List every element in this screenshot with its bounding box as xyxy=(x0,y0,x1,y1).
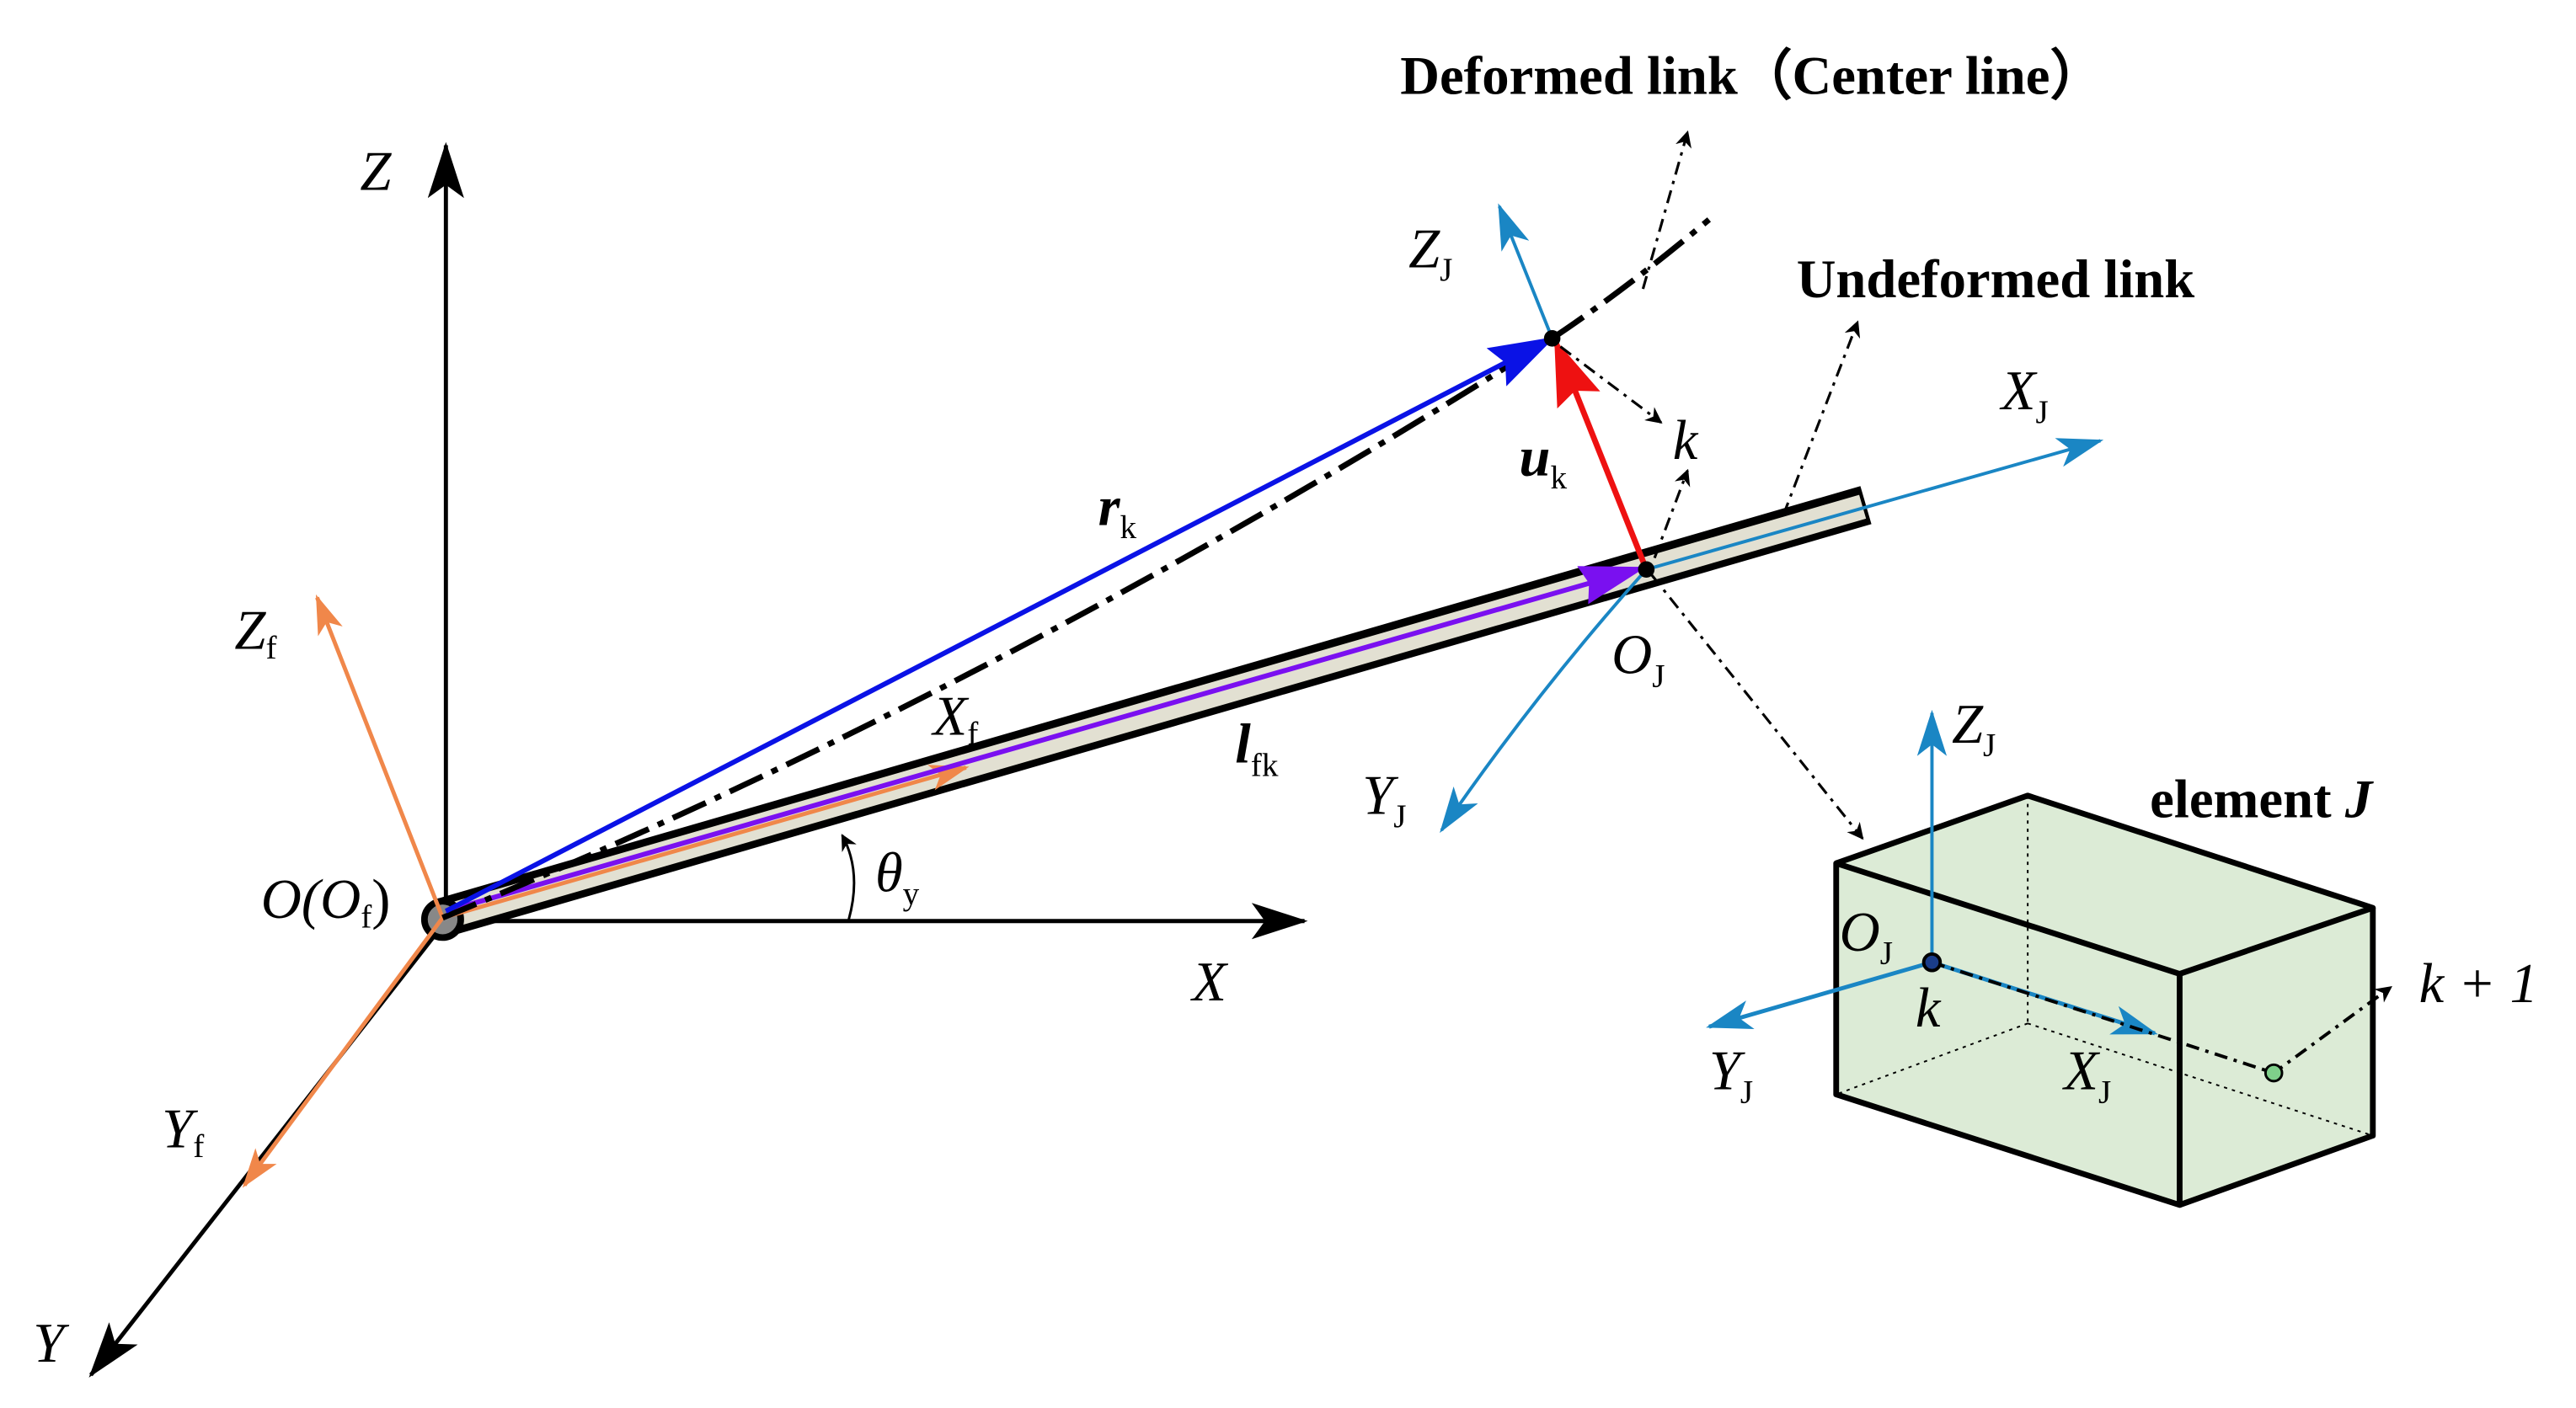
lfk-label: lfk xyxy=(1235,714,1279,784)
deformed-center-line xyxy=(441,217,1712,921)
xf-axis xyxy=(441,765,970,920)
rk-label: rk xyxy=(1098,476,1137,546)
uk-label: uk xyxy=(1519,427,1567,497)
theta-arc xyxy=(841,834,857,920)
node-oj xyxy=(1638,561,1655,579)
lfk-vector xyxy=(445,565,1647,914)
undeformed-link-pointer xyxy=(1782,320,1861,516)
yj-label: YJ xyxy=(1362,765,1406,835)
yf-label: Yf xyxy=(162,1098,205,1165)
oj-label: OJ xyxy=(1611,625,1665,695)
node-k-plus-1 xyxy=(2263,1063,2284,1083)
zj-label-element: ZJ xyxy=(1952,694,1996,764)
xf-label: Xf xyxy=(931,685,980,752)
node-k-deformed xyxy=(1543,330,1561,347)
xj-axis xyxy=(1645,438,2104,572)
element-j-label: element J xyxy=(2150,768,2375,829)
yj-axis xyxy=(1440,568,1648,834)
element-j-box xyxy=(1833,792,2376,1208)
node-k xyxy=(1921,952,1943,973)
zf-axis xyxy=(315,594,445,919)
theta-label: θy xyxy=(875,842,920,912)
origin-label: O(Of) xyxy=(261,869,391,936)
yj-axis-element xyxy=(1706,960,1933,1030)
rk-vector xyxy=(444,336,1556,914)
deformed-link-label: Deformed link（Center line） xyxy=(1400,45,2104,106)
z-label: Z xyxy=(360,141,392,202)
k-label-element: k xyxy=(1916,978,1942,1039)
xj-label: XJ xyxy=(1999,360,2049,430)
k-label-deformed: k xyxy=(1673,410,1699,472)
zf-label: Zf xyxy=(234,600,277,666)
y-label: Y xyxy=(33,1313,69,1374)
oj-label-element: OJ xyxy=(1840,902,1893,972)
uk-vector xyxy=(1553,339,1649,571)
y-axis xyxy=(88,920,448,1378)
k-plus-1-label: k + 1 xyxy=(2419,953,2538,1015)
yj-label-element: YJ xyxy=(1709,1041,1753,1111)
zj-axis-deformed xyxy=(1498,203,1554,339)
x-label: X xyxy=(1189,952,1228,1013)
undeformed-link-label: Undeformed link xyxy=(1797,248,2195,309)
zj-label: ZJ xyxy=(1408,219,1452,289)
xj-label-element: XJ xyxy=(2061,1041,2111,1111)
yf-axis xyxy=(242,916,445,1188)
k-pointer xyxy=(1559,345,1663,424)
element-pointer xyxy=(1650,573,1864,840)
deformed-link-pointer xyxy=(1641,130,1692,290)
